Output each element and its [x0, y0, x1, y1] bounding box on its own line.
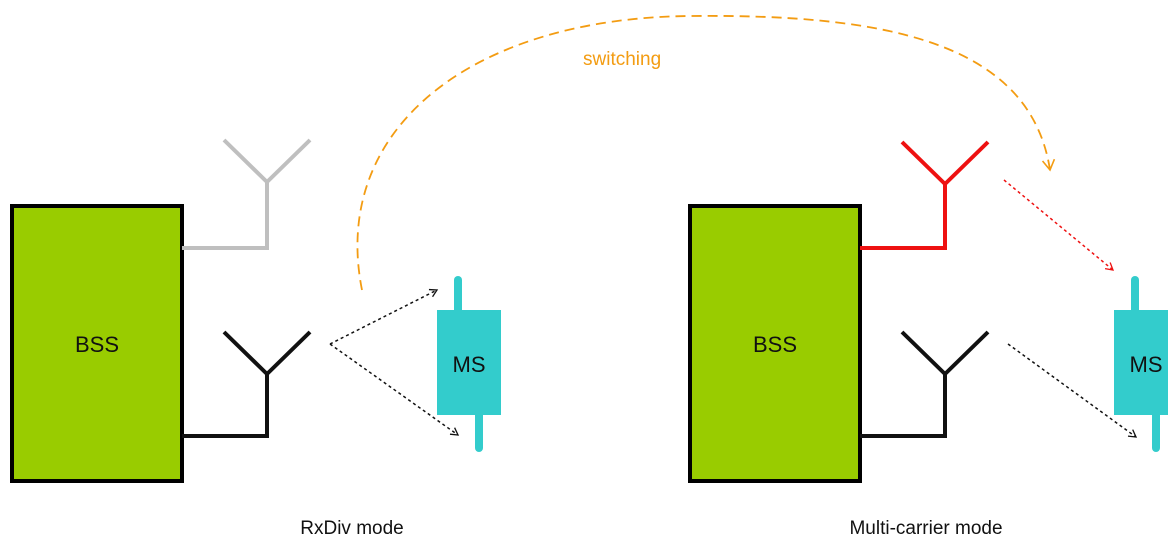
- right-group: BSS MS Multi-carrier mode: [688, 140, 1168, 539]
- left-signal-arrow-down: [329, 343, 460, 436]
- left-signal-arrow-up: [329, 288, 439, 345]
- right-mode-label: Multi-carrier mode: [849, 518, 1002, 539]
- left-bss-label: BSS: [75, 332, 119, 357]
- left-ms-label: MS: [453, 352, 486, 377]
- right-bss-box: [688, 204, 862, 483]
- left-bss-box: [10, 204, 184, 483]
- right-antenna-icon: [860, 330, 990, 438]
- left-mode-label: RxDiv mode: [300, 518, 403, 539]
- right-signal-arrow-red: [1003, 179, 1115, 271]
- left-inactive-antenna-icon: [182, 138, 312, 250]
- switching-label: switching: [583, 49, 661, 70]
- left-group: BSS MS RxDiv mode: [10, 138, 501, 539]
- left-antenna-icon: [182, 330, 312, 438]
- left-ms-device: [437, 276, 501, 452]
- right-ms-device: [1114, 276, 1168, 452]
- right-ms-label: MS: [1130, 352, 1163, 377]
- right-active-antenna-icon: [860, 140, 990, 250]
- switching-arrow: [356, 15, 1056, 291]
- right-bss-label: BSS: [753, 332, 797, 357]
- right-signal-arrow-black: [1007, 343, 1138, 438]
